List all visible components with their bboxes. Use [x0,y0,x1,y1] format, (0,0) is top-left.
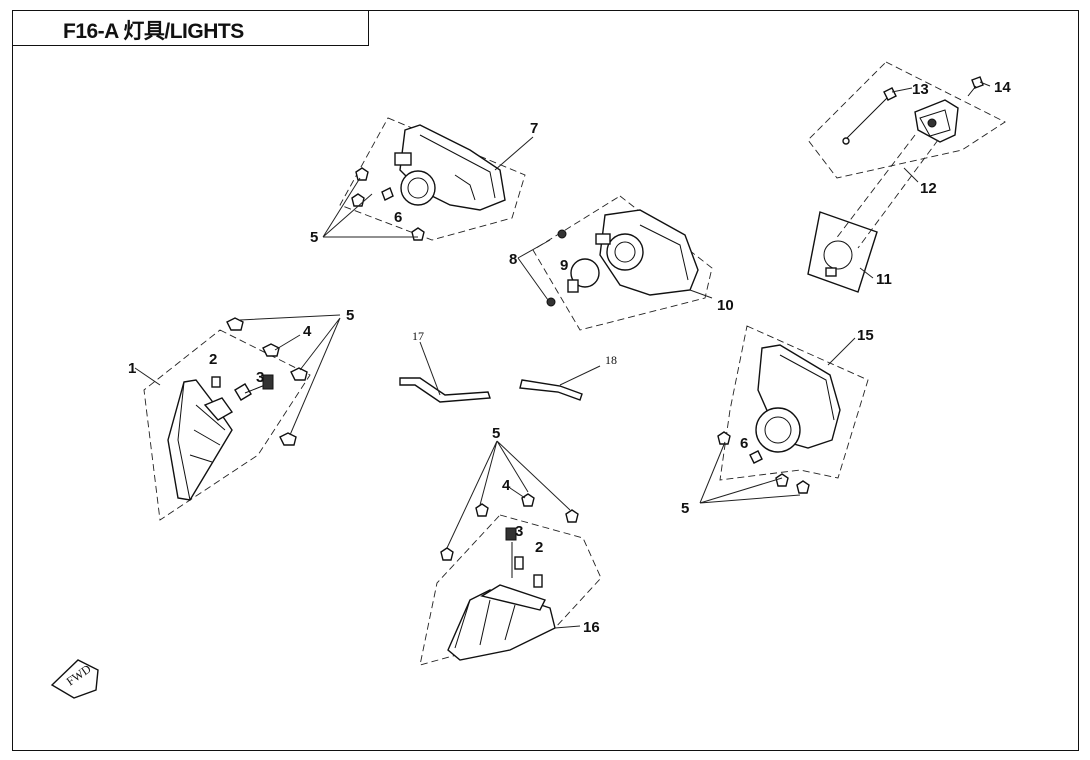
leader-lines [134,81,991,629]
bolt-set-lower [440,493,579,561]
callout-15: 15 [857,327,874,344]
callout-4-left: 4 [303,323,312,340]
callout-8: 8 [509,251,517,268]
side-light-assembly-1 [143,329,311,521]
bulb-2-lower [533,574,543,588]
forward-arrow-icon: FWD [50,659,99,699]
bulb-2-left [211,376,221,388]
socket-3-lower [505,527,524,578]
callout-5-left: 5 [346,307,354,324]
gasket-11 [807,211,878,293]
callout-5-right: 5 [681,500,689,517]
callout-18: 18 [605,353,617,367]
bracket-17 [399,377,491,403]
callout-17: 17 [412,329,424,343]
callout-5-lower: 5 [492,425,500,442]
callout-labels: 7 5 6 8 9 10 11 12 13 14 15 16 17 18 1 2… [128,79,1011,636]
socket-3-left [234,374,274,401]
callout-6-upper: 6 [394,209,402,226]
bulb-9 [567,258,600,293]
clip-8 [546,229,567,307]
drawing-frame [12,10,1079,751]
callout-4-lower: 4 [502,477,511,494]
callout-1: 1 [128,360,136,377]
callout-3-lower: 3 [515,523,523,540]
callout-13: 13 [912,81,929,98]
bolt-set-right [717,431,810,494]
callout-10: 10 [717,297,734,314]
callout-7: 7 [530,120,538,137]
callout-5-upper: 5 [310,229,318,246]
callout-14: 14 [994,79,1011,96]
title-block: F16-A 灯具/LIGHTS [12,10,369,46]
bracket-18 [519,379,583,401]
callout-9: 9 [560,257,568,274]
callout-11: 11 [876,271,892,288]
callout-12: 12 [920,180,937,197]
bolt-set-left [226,317,308,446]
callout-2-lower: 2 [535,539,543,556]
callout-2-left: 2 [209,351,217,368]
side-light-assembly-16 [419,514,602,666]
headlight-assembly-15 [719,325,869,481]
callout-6-right: 6 [740,435,748,452]
page-title: F16-A 灯具/LIGHTS [63,20,244,43]
callout-16: 16 [583,619,600,636]
headlight-assembly-7 [339,117,526,241]
rear-lamp-assembly [807,61,1006,179]
callout-3-left: 3 [256,369,264,386]
